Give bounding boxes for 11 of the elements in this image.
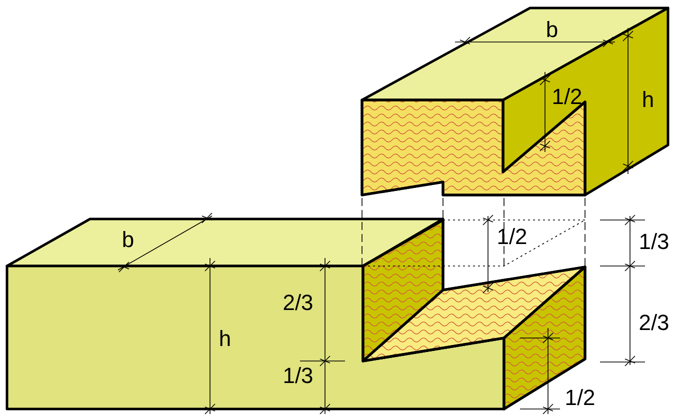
dimension-label: 1/2 — [552, 86, 582, 108]
dimension-label: 1/3 — [638, 231, 670, 253]
dimension-label: h — [218, 328, 232, 350]
dimension-label: b — [546, 19, 558, 41]
dimension-label: 1/2 — [564, 387, 596, 409]
dimension-label: 1/2 — [496, 226, 528, 248]
dimension-label: 2/3 — [638, 312, 670, 334]
dimension-label: 2/3 — [282, 292, 314, 314]
dimension-label: h — [642, 89, 654, 111]
dimension-label: b — [122, 229, 134, 251]
dimension-label: 1/3 — [282, 365, 314, 387]
